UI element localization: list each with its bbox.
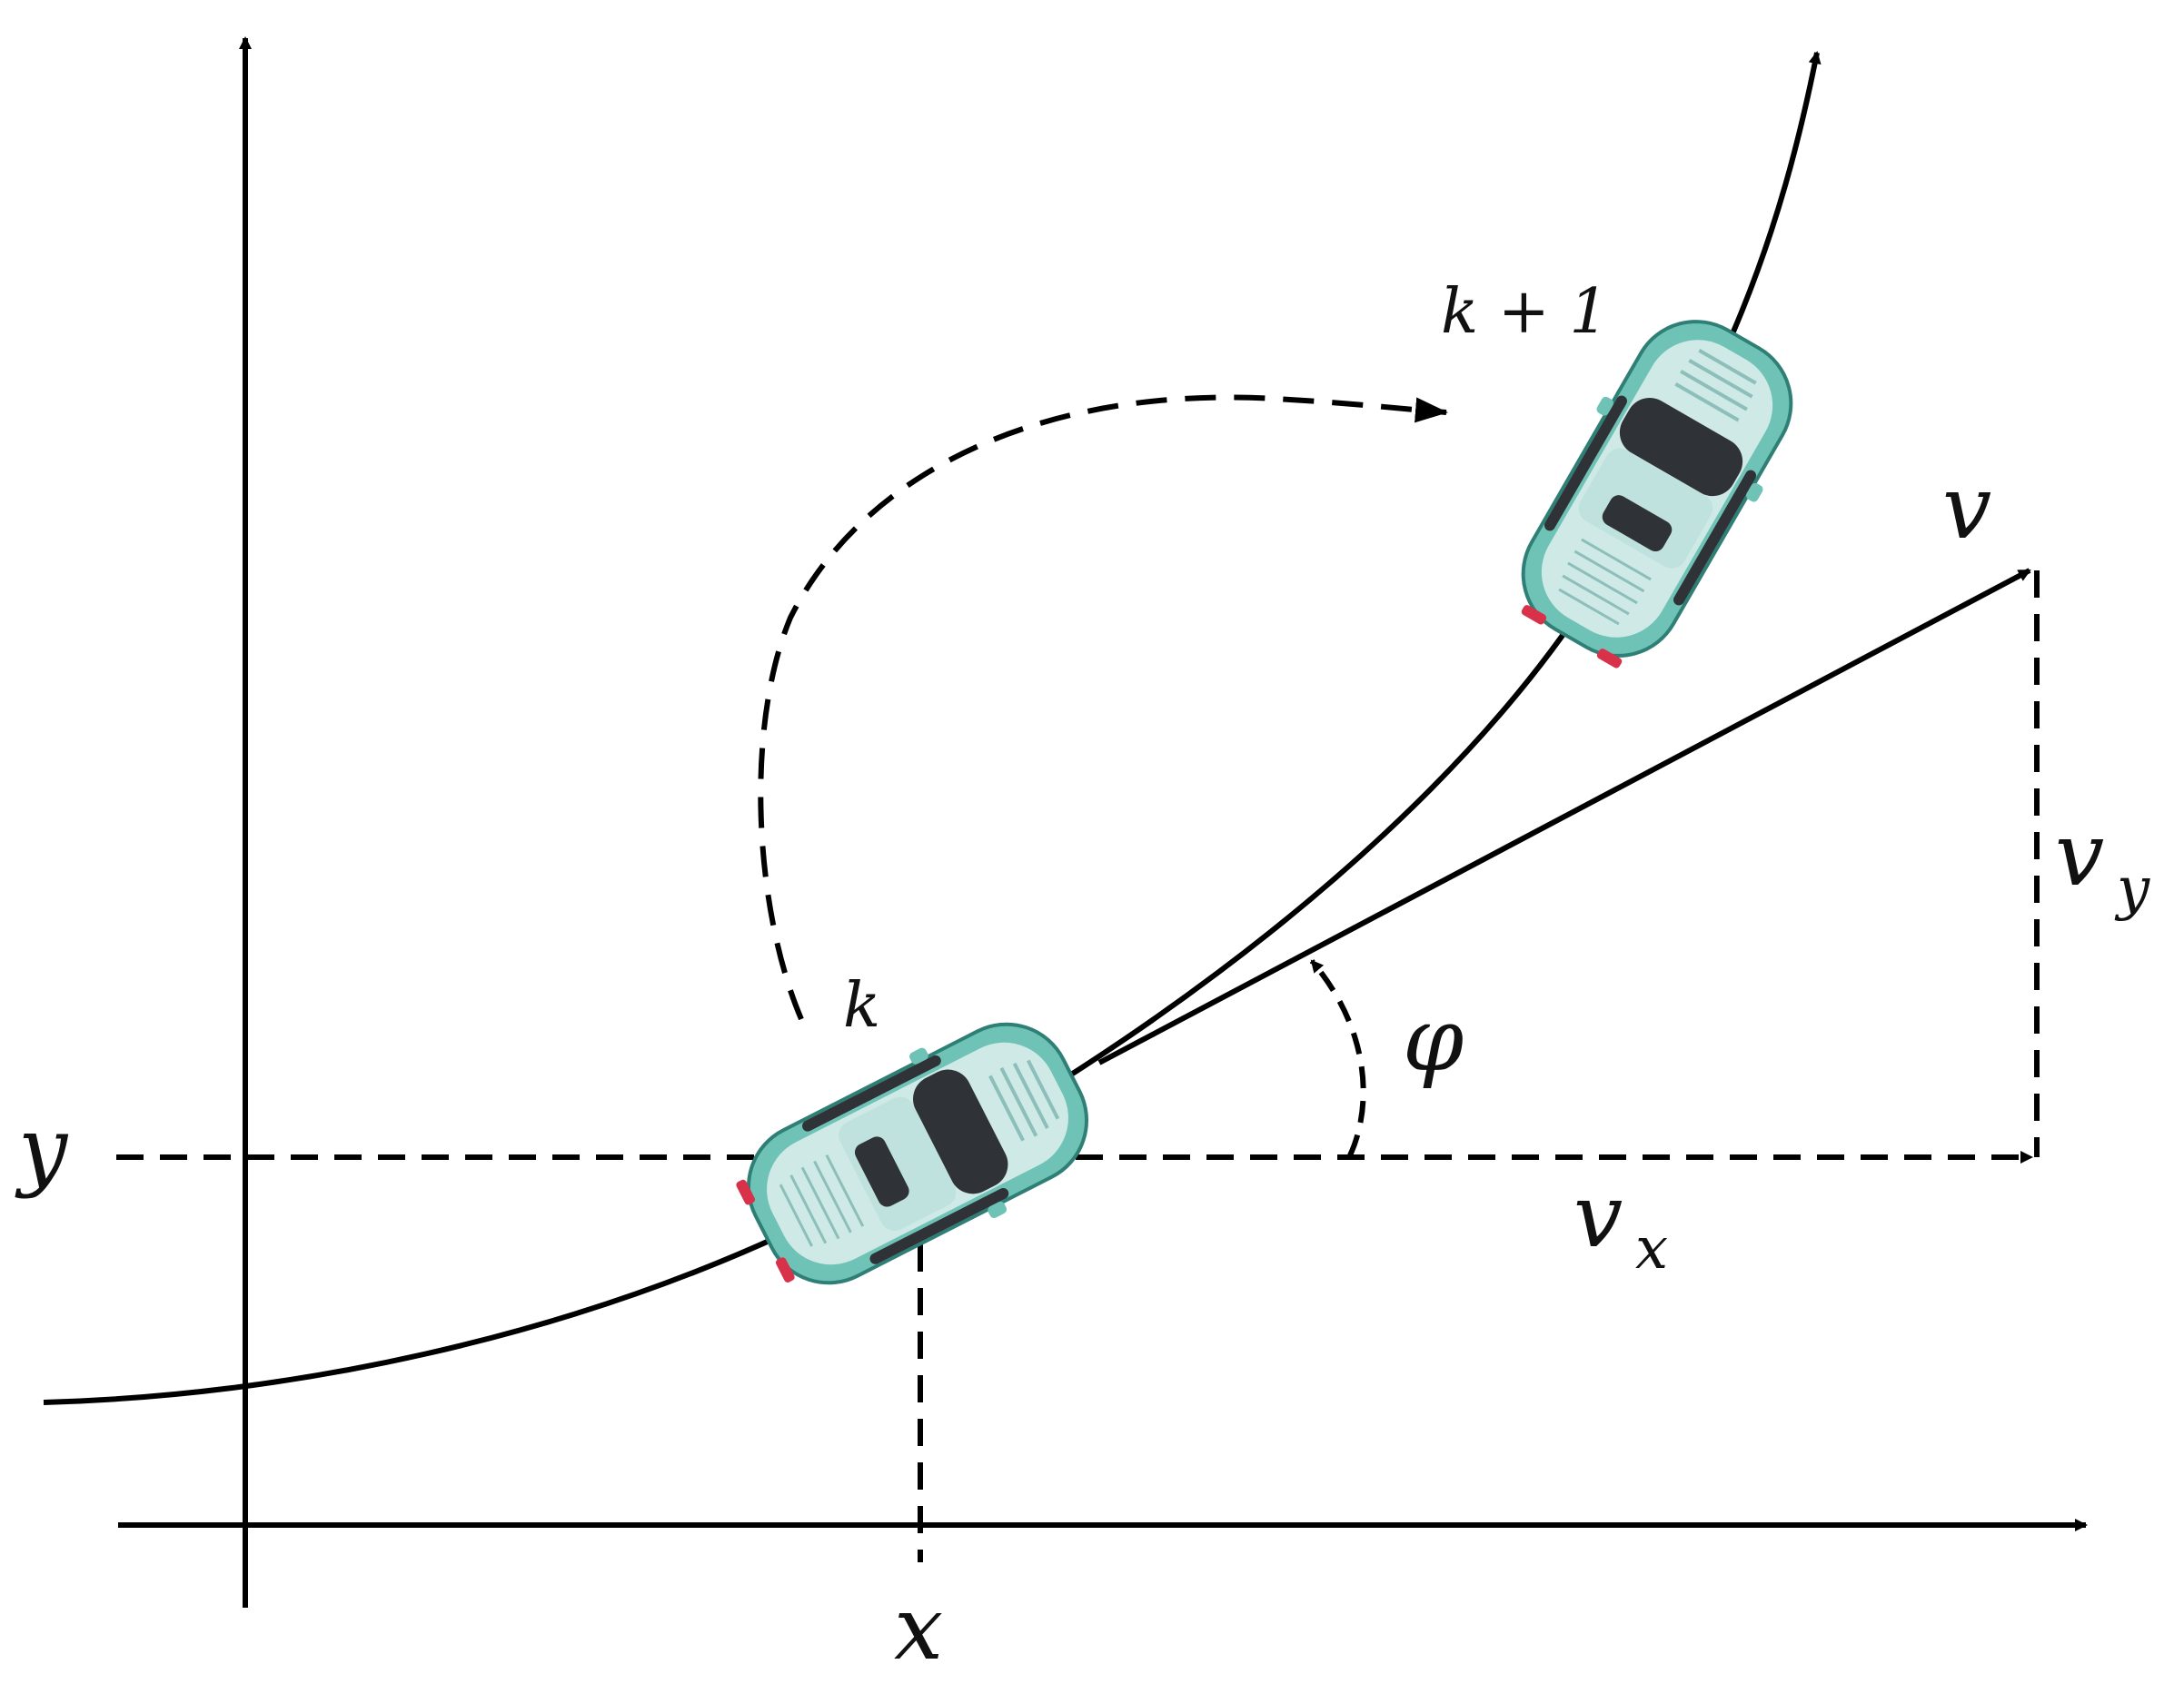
axis-label-x: x — [894, 1578, 943, 1679]
label-k: k — [843, 970, 880, 1042]
label-vy: v y — [2055, 804, 2150, 923]
label-k-plus-1: k + 1 — [1441, 276, 1609, 348]
phi-angle-arc — [1309, 959, 1366, 1157]
coordinate-axes — [118, 36, 2088, 1608]
axis-label-y: y — [15, 1098, 69, 1200]
label-vy-main: v — [2055, 804, 2104, 906]
label-vx: v x — [1573, 1165, 1668, 1283]
car-at-k-icon — [716, 990, 1116, 1318]
label-vx-main: v — [1573, 1165, 1623, 1267]
label-vx-sub: x — [1635, 1215, 1668, 1283]
car-at-k-plus-1-icon — [1486, 291, 1826, 690]
transition-arc — [758, 394, 1448, 1021]
label-vy-sub: y — [2114, 856, 2150, 923]
label-v: v — [1942, 457, 1991, 559]
label-phi: φ — [1403, 989, 1464, 1091]
velocity-vector — [1097, 568, 2031, 1065]
